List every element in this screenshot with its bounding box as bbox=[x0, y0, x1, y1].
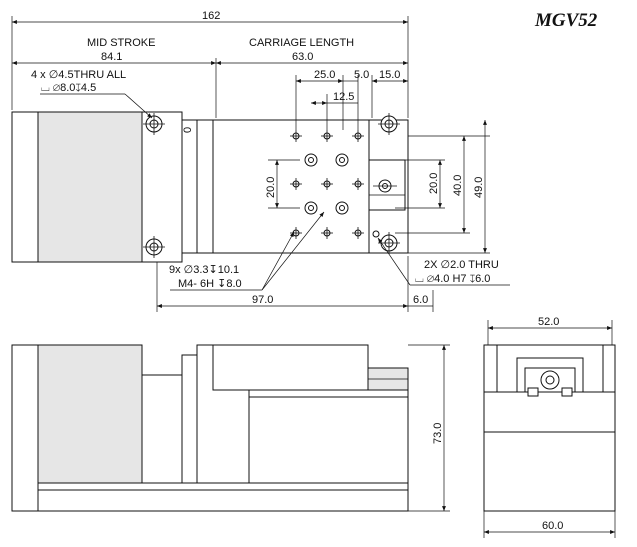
mount-hole-bottom-left bbox=[143, 236, 165, 258]
callout-mount-line1: 4 x ∅4.5THRU ALL bbox=[31, 69, 126, 81]
callout-tap-line2: M4- 6H ↧8.0 bbox=[178, 278, 242, 290]
dim-mid-stroke: 84.1 bbox=[101, 51, 122, 63]
label-mid-stroke: MID STROKE bbox=[87, 37, 155, 49]
callouts: 4 x ∅4.5THRU ALL ⌴ ∅8.0↧4.5 9x ∅3.3↧10.1… bbox=[31, 69, 510, 291]
dim-width-bottom: 60.0 bbox=[542, 520, 563, 532]
dim-25: 25.0 bbox=[314, 69, 335, 81]
dim-6: 6.0 bbox=[413, 294, 428, 306]
callout-pin-line2: ⌴ ∅4.0 H7 ↧6.0 bbox=[415, 273, 490, 285]
model-title: MGV52 bbox=[534, 10, 598, 31]
end-view: 52.0 60.0 bbox=[483, 316, 616, 538]
dim-12-5: 12.5 bbox=[333, 91, 354, 103]
top-dimensions: 162 MID STROKE 84.1 CARRIAGE LENGTH 63.0… bbox=[11, 10, 490, 312]
tapped-hole-grid bbox=[290, 130, 380, 239]
dim-97: 97.0 bbox=[252, 294, 273, 306]
callout-tap-line1: 9x ∅3.3↧10.1 bbox=[169, 264, 239, 276]
callout-pin-line1: 2X ∅2.0 THRU bbox=[424, 259, 499, 271]
zero-mark: 0 bbox=[182, 127, 194, 133]
mount-hole-top-right bbox=[378, 113, 400, 135]
dim-15: 15.0 bbox=[379, 69, 400, 81]
dim-overall-length: 162 bbox=[202, 10, 220, 22]
dim-width-top: 52.0 bbox=[538, 316, 559, 328]
mount-hole-top-left bbox=[143, 113, 165, 135]
dim-carriage-length: 63.0 bbox=[292, 51, 313, 63]
mount-hole-bottom-right bbox=[378, 232, 400, 254]
side-view: 73.0 bbox=[11, 344, 450, 512]
dim-v20-right: 20.0 bbox=[428, 173, 440, 194]
top-view: 0 bbox=[11, 111, 409, 263]
label-carriage-length: CARRIAGE LENGTH bbox=[249, 37, 354, 49]
dim-v20-left: 20.0 bbox=[265, 177, 277, 198]
dim-5: 5.0 bbox=[354, 69, 369, 81]
dim-v40: 40.0 bbox=[452, 175, 464, 196]
callout-mount-line2: ⌴ ∅8.0↧4.5 bbox=[41, 82, 96, 94]
dim-height-73: 73.0 bbox=[432, 423, 444, 444]
dim-v49: 49.0 bbox=[473, 177, 485, 198]
